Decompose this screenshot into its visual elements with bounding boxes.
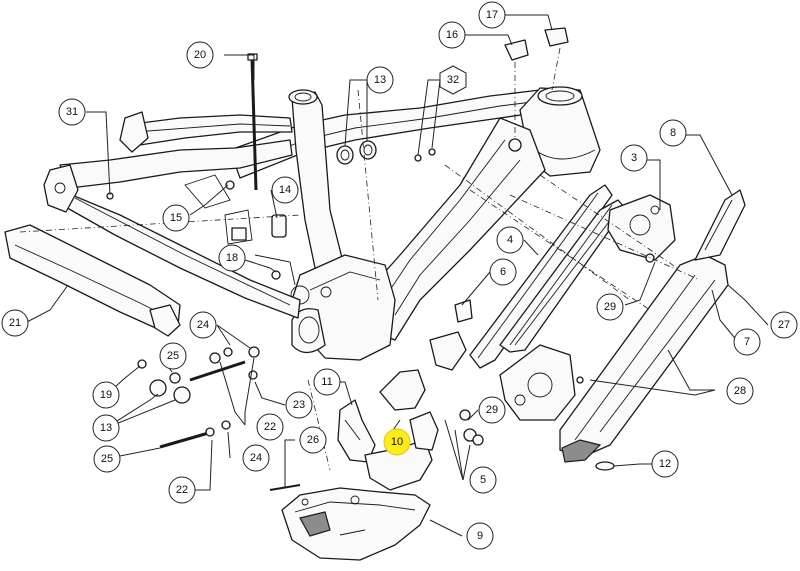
main-frame	[43, 86, 601, 361]
svg-text:3: 3	[631, 152, 637, 164]
svg-text:10: 10	[391, 436, 403, 448]
svg-text:4: 4	[507, 234, 513, 246]
svg-text:19: 19	[100, 389, 112, 401]
svg-text:29: 29	[604, 301, 616, 313]
svg-text:16: 16	[446, 29, 458, 41]
callout-25-top: 25	[159, 342, 187, 370]
callout-14: 14	[271, 176, 299, 204]
chain-stay-guard	[4, 224, 181, 337]
svg-text:5: 5	[480, 474, 486, 486]
svg-text:8: 8	[670, 127, 676, 139]
svg-text:31: 31	[66, 106, 78, 118]
callout-23: 23	[285, 391, 313, 419]
callout-21: 21	[1, 309, 29, 337]
callout-16: 16	[438, 21, 466, 49]
motor-bracket	[499, 194, 676, 421]
svg-text:29: 29	[486, 404, 498, 416]
motor-cover	[281, 487, 431, 561]
svg-text:23: 23	[293, 399, 305, 411]
svg-text:17: 17	[486, 9, 498, 21]
svg-text:32: 32	[447, 74, 459, 86]
battery-pack	[559, 254, 729, 463]
svg-text:24: 24	[197, 319, 209, 331]
svg-text:25: 25	[167, 350, 179, 362]
hardware	[106, 27, 655, 491]
callouts: 20 31 13 32 16 17 3 8 14 15 4 18 6 29 27…	[1, 1, 798, 550]
svg-text:27: 27	[778, 319, 790, 331]
svg-text:13: 13	[374, 74, 386, 86]
svg-text:24: 24	[250, 452, 262, 464]
svg-text:7: 7	[744, 336, 750, 348]
svg-text:15: 15	[170, 212, 182, 224]
callout-15: 15	[162, 204, 190, 232]
battery-cover	[694, 189, 746, 261]
svg-text:13: 13	[100, 422, 112, 434]
callout-13-bottom: 13	[92, 414, 120, 442]
callout-7: 7	[733, 328, 761, 356]
svg-text:28: 28	[734, 385, 746, 397]
callout-27: 27	[770, 311, 798, 339]
callout-24-bottom: 24	[242, 444, 270, 472]
svg-text:26: 26	[307, 434, 319, 446]
callout-17: 17	[478, 1, 506, 29]
svg-text:25: 25	[101, 453, 113, 465]
svg-text:6: 6	[500, 266, 506, 278]
callout-28: 28	[726, 377, 754, 405]
callout-29-center: 29	[478, 396, 506, 424]
seat-bolt-rod	[247, 53, 258, 191]
callout-22-top: 22	[256, 413, 284, 441]
callout-22-bottom: 22	[168, 476, 196, 504]
svg-text:9: 9	[477, 530, 483, 542]
callout-9: 9	[466, 522, 494, 550]
callout-31: 31	[58, 98, 86, 126]
svg-text:11: 11	[321, 376, 332, 388]
callout-25-bottom: 25	[93, 445, 121, 473]
callout-10: 10	[383, 428, 411, 456]
svg-text:14: 14	[279, 184, 291, 196]
callout-8: 8	[659, 119, 687, 147]
callout-24-top: 24	[189, 311, 217, 339]
callout-11: 11	[313, 368, 341, 396]
callout-3: 3	[620, 144, 648, 172]
callout-19: 19	[92, 381, 120, 409]
svg-text:22: 22	[176, 484, 188, 496]
callout-32: 32	[439, 65, 467, 95]
skid-plate	[337, 331, 467, 491]
svg-text:21: 21	[9, 317, 21, 329]
svg-text:22: 22	[264, 421, 276, 433]
callout-13-top: 13	[366, 66, 394, 94]
callout-18: 18	[218, 244, 246, 272]
callout-26: 26	[299, 426, 327, 454]
callout-6: 6	[489, 258, 517, 286]
svg-text:18: 18	[226, 252, 238, 264]
callout-12: 12	[651, 450, 679, 478]
svg-text:20: 20	[194, 49, 206, 61]
callout-20: 20	[186, 41, 214, 69]
svg-text:12: 12	[659, 458, 671, 470]
callout-5: 5	[469, 466, 497, 494]
callout-29-right: 29	[596, 293, 624, 321]
callout-4: 4	[496, 226, 524, 254]
assembly-center-lines	[19, 47, 701, 471]
